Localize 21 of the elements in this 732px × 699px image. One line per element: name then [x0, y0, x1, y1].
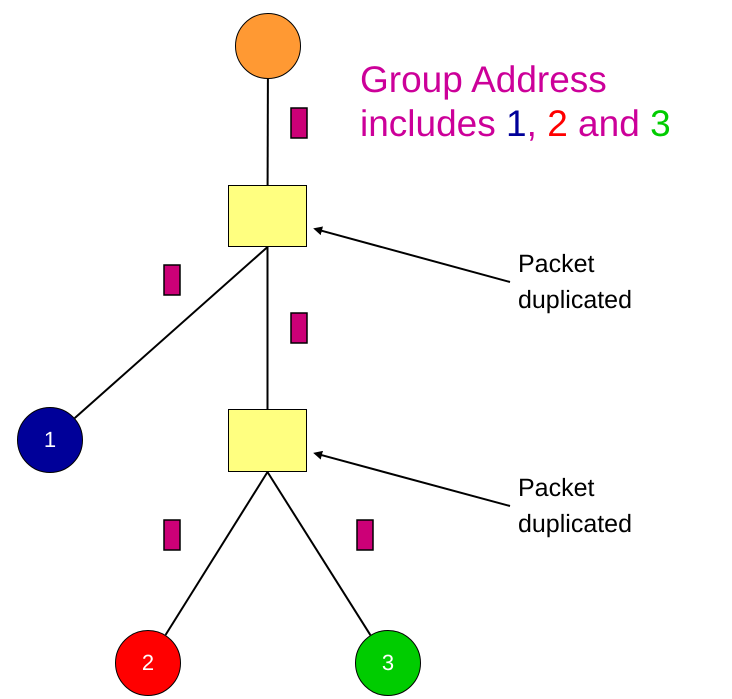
router-box: [228, 185, 307, 247]
host-circle: 3: [355, 630, 421, 696]
annotation-text: Packet duplicated: [518, 470, 678, 542]
title-text: Group Address: [360, 59, 607, 100]
title-text: 2: [547, 103, 568, 144]
link-line: [74, 246, 268, 419]
host-circle: 1: [17, 407, 83, 473]
link-line: [266, 247, 268, 409]
title-text: 3: [650, 103, 671, 144]
link-line: [266, 471, 372, 636]
title-text: ,: [526, 103, 537, 144]
title-text: 1: [506, 103, 527, 144]
arrow: [313, 226, 510, 283]
annotation-text: Packet duplicated: [518, 246, 678, 318]
title-text: and: [578, 103, 640, 144]
host-circle: 2: [115, 630, 181, 696]
link-line: [266, 79, 269, 185]
link-line: [164, 471, 268, 636]
title-text: includes: [360, 103, 496, 144]
arrow: [313, 450, 510, 507]
router-box: [228, 409, 307, 472]
